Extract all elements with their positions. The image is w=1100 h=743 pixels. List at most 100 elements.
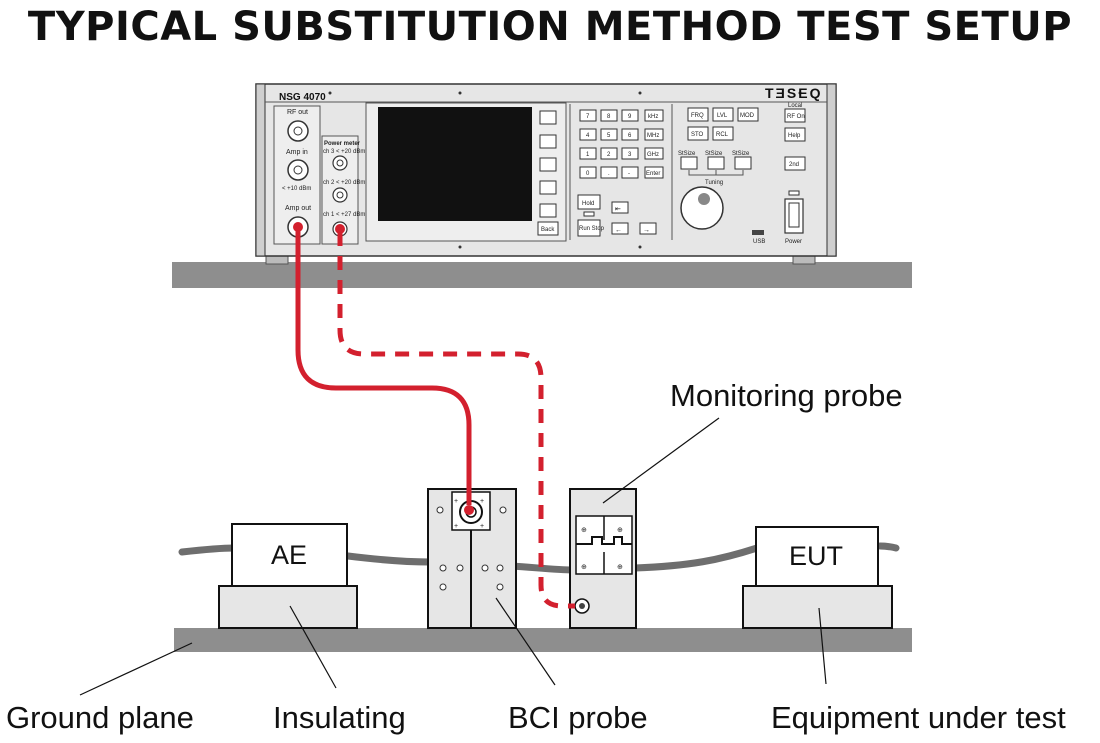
key-mhz[interactable] (644, 128, 664, 141)
key-4-label: 4 (586, 133, 590, 139)
generator-foot-right (792, 255, 816, 265)
leader-insulating (289, 605, 337, 689)
generator-model: NSG 4070 (279, 92, 326, 103)
monitoring-probe: ⊕ ⊕ ⊕ ⊕ (569, 488, 637, 629)
svg-text:+: + (454, 498, 458, 505)
ch3-spec: ch 3 < +20 dBm (323, 149, 365, 155)
key-1[interactable] (579, 147, 597, 160)
right-arrow-button[interactable] (639, 222, 657, 235)
signal-generator: NSG 4070 TƎSEQ RF out Amp in < +10 dBm A… (255, 83, 837, 257)
ch2-spec: ch 2 < +20 dBm (323, 180, 365, 186)
frq-label: FRQ (691, 113, 704, 119)
harness-cable (178, 542, 900, 574)
sto-button[interactable] (687, 126, 709, 141)
back-button[interactable] (537, 221, 559, 236)
generator-brand: TƎSEQ (765, 85, 822, 101)
key-2-label: 2 (607, 152, 611, 158)
eut-label: EUT (789, 541, 843, 571)
key-0[interactable] (579, 166, 597, 179)
tuning-label: Tuning (705, 180, 723, 186)
key-khz[interactable] (644, 109, 664, 122)
key-5[interactable] (600, 128, 618, 141)
svg-text:⊕: ⊕ (617, 564, 623, 571)
key-8[interactable] (600, 109, 618, 122)
softkey-2[interactable] (539, 134, 557, 149)
frq-button[interactable] (687, 107, 709, 122)
ch1-spec: ch 1 < +27 dBm (323, 212, 365, 218)
key-9-label: 9 (628, 114, 632, 120)
ae-box (231, 523, 348, 587)
key-enter[interactable] (644, 166, 664, 179)
key-3[interactable] (621, 147, 639, 160)
second-button[interactable] (784, 156, 806, 171)
key-minus[interactable] (621, 166, 639, 179)
svg-text:⊕: ⊕ (581, 527, 587, 534)
softkey-5[interactable] (539, 203, 557, 218)
key-khz-label: kHz (648, 114, 658, 120)
softkey-4[interactable] (539, 180, 557, 195)
eut-box (755, 526, 879, 587)
softkey-3[interactable] (539, 157, 557, 172)
power-label: Power (785, 239, 802, 245)
key-6-label: 6 (628, 133, 632, 139)
left-arrow-button[interactable] (611, 222, 629, 235)
monitoring-cable (337, 232, 575, 609)
svg-text:+: + (454, 523, 458, 530)
numeric-keypad: 7 8 9 4 5 6 1 2 3 0 . (579, 109, 664, 179)
stsize-button-2[interactable] (707, 156, 725, 170)
stsize-button-1[interactable] (680, 156, 698, 170)
softkey-1[interactable] (539, 110, 557, 125)
usb-port[interactable] (752, 230, 764, 235)
ae-label: AE (271, 540, 307, 570)
key-dot[interactable] (600, 166, 618, 179)
hold-label: Hold (582, 201, 594, 207)
eut-insulating-block (742, 585, 893, 629)
left-arrow-icon: ← (615, 227, 622, 234)
back-label: Back (541, 227, 555, 233)
equipment-under-test-label: Equipment under test (771, 700, 1066, 735)
right-arrow-icon: → (643, 227, 650, 234)
key-ghz[interactable] (644, 147, 664, 160)
rf-on-label: RF On (787, 114, 805, 120)
generator-foot-left (265, 255, 289, 265)
monitoring-probe-label: Monitoring probe (670, 378, 903, 413)
leader-eut (818, 607, 827, 685)
key-7[interactable] (579, 109, 597, 122)
svg-text:+: + (480, 498, 484, 505)
stsize-button-3[interactable] (734, 156, 752, 170)
key-ghz-label: GHz (647, 152, 659, 158)
key-0-label: 0 (586, 171, 590, 177)
help-button[interactable] (784, 127, 806, 142)
hold-button[interactable] (577, 194, 601, 210)
mod-button[interactable] (737, 107, 759, 122)
svg-text:⊕: ⊕ (617, 527, 623, 534)
key-4[interactable] (579, 128, 597, 141)
rf-on-button[interactable] (784, 108, 806, 123)
key-dot-label: . (608, 171, 610, 177)
mod-label: MOD (740, 113, 755, 119)
run-stop-button[interactable] (577, 219, 601, 237)
injection-cable (295, 230, 472, 505)
insulating-label: Insulating (273, 700, 406, 735)
bench-shelf (172, 262, 912, 288)
lvl-label: LVL (717, 113, 728, 119)
key-7-label: 7 (586, 114, 590, 120)
key-5-label: 5 (607, 133, 611, 139)
home-arrow-button[interactable] (611, 201, 629, 214)
lvl-button[interactable] (712, 107, 734, 122)
stsize-label-1: StSize (678, 151, 696, 157)
key-mhz-label: MHz (647, 133, 659, 139)
key-9[interactable] (621, 109, 639, 122)
key-6[interactable] (621, 128, 639, 141)
local-label: Local (788, 103, 802, 109)
sto-label: STO (691, 132, 704, 138)
tuning-knob[interactable] (680, 186, 724, 230)
rcl-button[interactable] (712, 126, 734, 141)
rcl-label: RCL (716, 132, 729, 138)
svg-text:+: + (480, 523, 484, 530)
stsize-label-2: StSize (705, 151, 723, 157)
key-8-label: 8 (607, 114, 611, 120)
rf-out-label: RF out (287, 109, 308, 116)
leader-bci-probe (495, 597, 556, 686)
key-2[interactable] (600, 147, 618, 160)
